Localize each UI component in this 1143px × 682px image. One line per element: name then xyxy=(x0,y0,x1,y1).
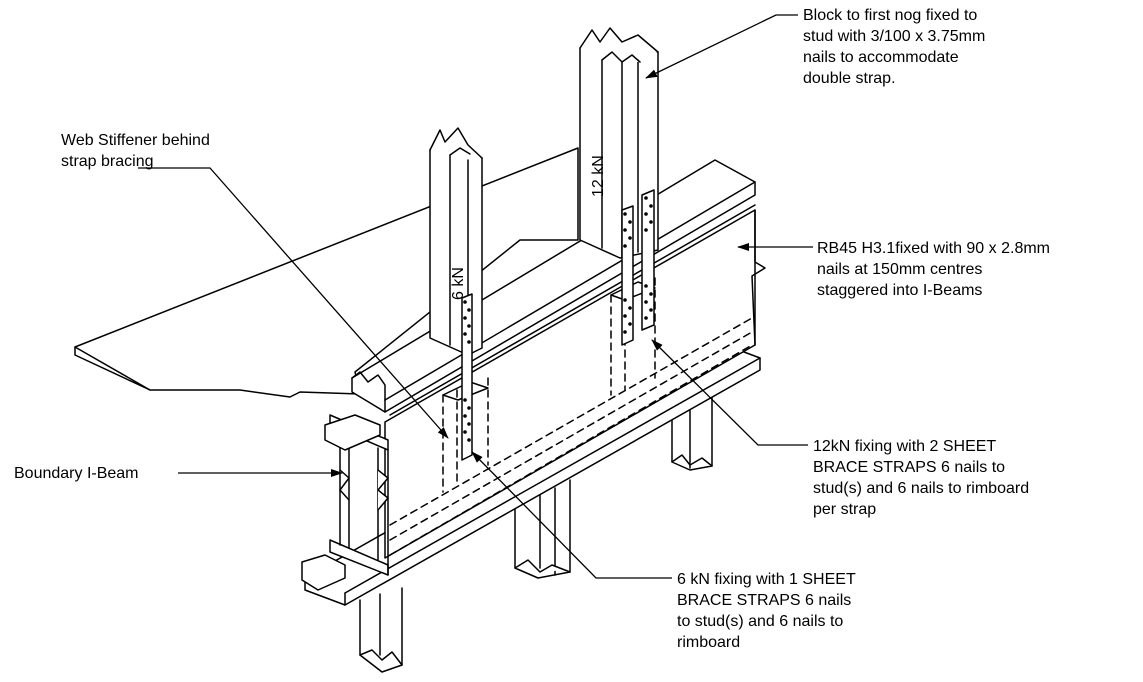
leader-12kn xyxy=(651,339,808,446)
boundary-ibeam xyxy=(329,414,389,576)
block-lower-left xyxy=(301,554,346,591)
strap-right-1 xyxy=(621,205,634,346)
block-upper-left xyxy=(324,414,381,451)
label-6kn-fixing: 6 kN fixing with 1 SHEET BRACE STRAPS 6 … xyxy=(677,571,856,651)
stud-left xyxy=(429,127,483,356)
rimboard-right-break xyxy=(751,209,766,346)
leader-block-nog xyxy=(645,14,798,79)
label-boundary: Boundary I-Beam xyxy=(14,465,139,482)
label-block-nog: Block to first nog fixed to stud with 3/… xyxy=(803,7,986,87)
stud-label-right: 12 kN xyxy=(590,155,607,197)
stud-right xyxy=(579,27,659,259)
label-12kn-fixing: 12kN fixing with 2 SHEET BRACE STRAPS 6 … xyxy=(813,438,1030,518)
leader-6kn xyxy=(471,451,672,579)
label-web-stiffener: Web Stiffener behind strap bracing xyxy=(61,132,210,170)
leader-web-stiffener xyxy=(138,167,449,439)
lower-joist-1 xyxy=(359,587,403,673)
lower-joist-2 xyxy=(514,479,571,579)
nail-dots xyxy=(463,196,653,442)
stud-label-left: 6 kN xyxy=(450,267,467,300)
label-rb45: RB45 H3.1fixed with 90 x 2.8mm nails at … xyxy=(817,240,1050,299)
web-stiffener-left xyxy=(442,381,489,401)
floor-slab-edge xyxy=(74,346,151,391)
